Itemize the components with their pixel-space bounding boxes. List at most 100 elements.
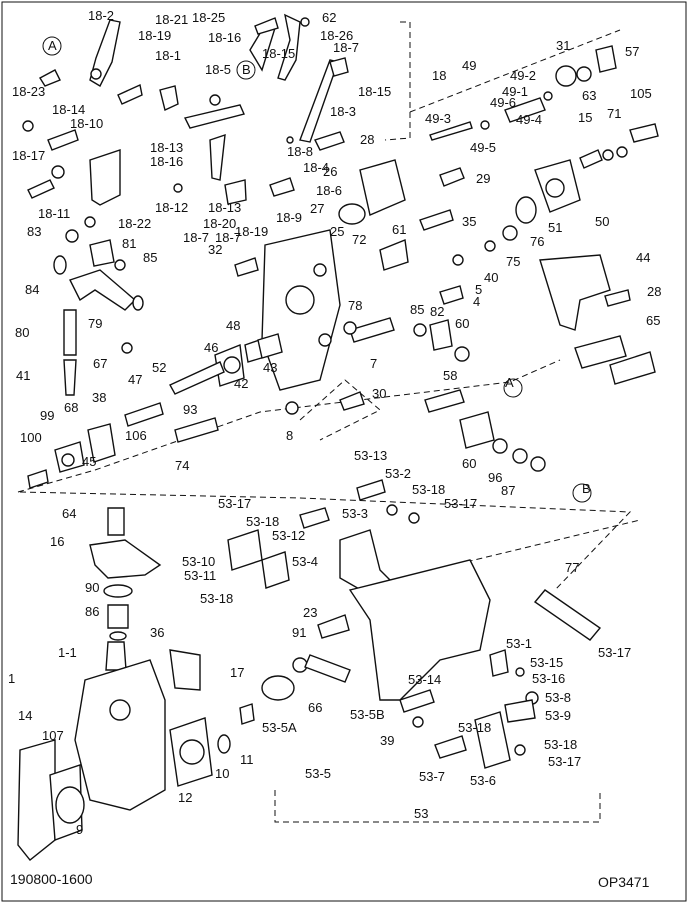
part-label: 74	[175, 458, 189, 473]
part-label: 18-8	[287, 144, 313, 159]
part-label: 18-17	[12, 148, 45, 163]
bolt-35	[419, 209, 454, 231]
part-label: 67	[93, 356, 107, 371]
part-label: 91	[292, 625, 306, 640]
part-label: 26	[323, 164, 337, 179]
part-label: 29	[476, 171, 490, 186]
part-label: B	[242, 62, 251, 77]
part-label: 53-9	[545, 708, 571, 723]
part-label: 31	[556, 38, 570, 53]
part-label: 53-13	[354, 448, 387, 463]
part-label: 53-3	[342, 506, 368, 521]
part-label: 1-1	[58, 645, 77, 660]
washer-18-22	[84, 216, 96, 228]
part-label: 18-6	[316, 183, 342, 198]
part-label: 53-18	[246, 514, 279, 529]
part-label: 18-3	[330, 104, 356, 119]
plate-53-9	[504, 699, 536, 723]
washer-18-16	[209, 94, 221, 106]
ring-36	[109, 631, 127, 641]
bolt-18-19	[117, 83, 143, 105]
callout-A-top	[42, 36, 62, 56]
washer-53-18	[408, 512, 420, 524]
part-label: 4	[473, 294, 480, 309]
part-label: 18-7	[183, 230, 209, 245]
bolt-58a	[424, 389, 465, 413]
pin-18-8	[286, 136, 294, 144]
part-label: 18-10	[70, 116, 103, 131]
part-label: 53-17	[598, 645, 631, 660]
shaft-66	[304, 654, 351, 683]
bolt-53-12	[299, 507, 330, 529]
washer-60-upper	[454, 346, 470, 362]
drawing-reference-left: 190800-1600	[10, 871, 93, 887]
washer-68	[61, 453, 75, 467]
part-label: 53-15	[530, 655, 563, 670]
part-label: 18-13	[208, 200, 241, 215]
part-label: 9	[76, 822, 83, 837]
sleeve-11	[239, 703, 255, 725]
part-label: 48	[226, 318, 240, 333]
part-label: 53-5	[305, 766, 331, 781]
cover-65b	[609, 351, 656, 385]
washer-53-18-low	[514, 744, 526, 756]
main-axis-dashline	[17, 359, 561, 493]
part-label: 53-5B	[350, 707, 385, 722]
part-label: 53-2	[385, 466, 411, 481]
body-hole-a	[313, 263, 327, 277]
lever-53-6	[474, 711, 511, 769]
washer-90	[103, 584, 133, 598]
nut-18-11	[51, 165, 65, 179]
part-label: 96	[488, 470, 502, 485]
washer-75	[484, 240, 496, 252]
bracket-17	[169, 649, 201, 691]
oring-85	[413, 323, 427, 337]
part-label: 18-11	[38, 206, 70, 221]
cap-57	[595, 45, 617, 73]
part-label: 25	[330, 224, 344, 239]
pin-18-13	[209, 133, 226, 181]
part-label: 68	[64, 400, 78, 415]
stud-61	[379, 239, 409, 271]
spring-58b	[459, 411, 495, 449]
part-label: 78	[348, 298, 362, 313]
part-label: 64	[62, 506, 76, 521]
part-label: 18-23	[12, 84, 45, 99]
bolt-28-right	[604, 289, 631, 307]
part-label: 18	[432, 68, 446, 83]
part-label: 53-14	[408, 672, 441, 687]
nut-31	[555, 65, 577, 87]
bracket-18-10	[89, 149, 121, 206]
seal-9	[55, 786, 85, 824]
part-label: 52	[152, 360, 166, 375]
part-label: 49-1	[502, 84, 528, 99]
part-label: 53-1	[506, 636, 532, 651]
part-label: A	[505, 375, 514, 390]
part-label: 100	[20, 430, 42, 445]
part-label: 18-25	[192, 10, 225, 25]
part-label: 23	[303, 605, 317, 620]
part-label: 49	[462, 58, 476, 73]
washer-87	[530, 456, 546, 472]
part-label: 27	[310, 201, 324, 216]
washer-60-lower	[492, 438, 508, 454]
washer-40	[452, 254, 464, 266]
part-label: 18-16	[208, 30, 241, 45]
gasket-14	[17, 739, 56, 861]
washer-49-6	[480, 120, 490, 130]
cap-82	[429, 319, 453, 351]
body-bore	[285, 285, 315, 315]
lever-18-26	[277, 13, 301, 81]
part-label: 16	[50, 534, 64, 549]
part-label: 76	[530, 234, 544, 249]
plug-64	[107, 507, 125, 536]
body-dashlink	[299, 379, 381, 441]
housing-1	[74, 659, 166, 811]
part-label: 99	[40, 408, 54, 423]
washer-53-2	[386, 504, 398, 516]
lever-79	[69, 269, 137, 311]
rod-41	[63, 359, 77, 396]
plug-5	[439, 285, 464, 305]
